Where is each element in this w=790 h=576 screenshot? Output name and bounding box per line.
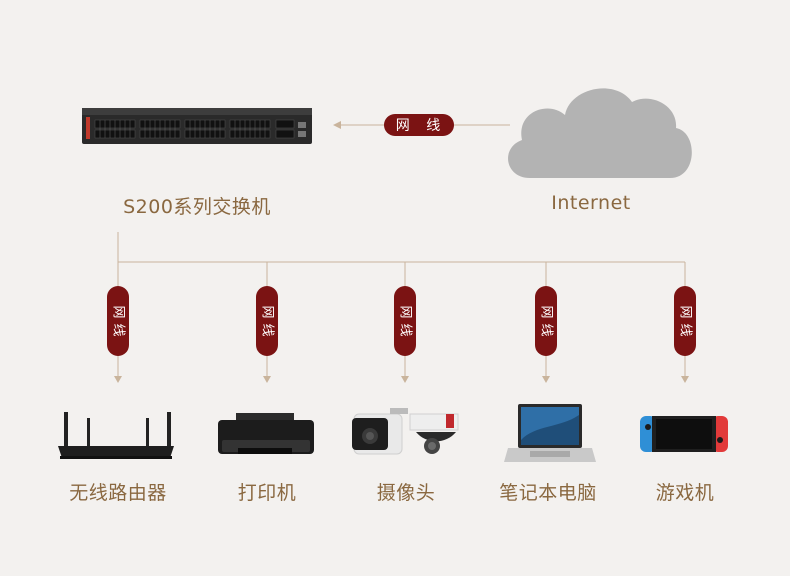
device-label-console: 游戏机 <box>655 482 715 504</box>
tree-arrowheads <box>114 376 689 383</box>
cable-pill-char: 网 <box>677 305 693 319</box>
cloud-icon <box>508 88 692 178</box>
uplink-cable-label: 网 线 <box>395 118 447 134</box>
device-label-router: 无线路由器 <box>69 482 167 504</box>
cable-pill-camera: 网 线 <box>394 286 416 356</box>
router-icon <box>58 412 174 459</box>
device-label-printer: 打印机 <box>237 482 297 504</box>
cable-pill-char: 网 <box>110 305 126 319</box>
internet-label: Internet <box>551 192 631 214</box>
cable-pill-char: 线 <box>110 323 126 337</box>
printer-icon <box>218 413 314 454</box>
cable-pill-console: 网 线 <box>674 286 696 356</box>
device-label-camera: 摄像头 <box>376 482 436 504</box>
cable-pill-char: 线 <box>538 323 554 337</box>
cable-pill-char: 网 <box>538 305 554 319</box>
camera-icon <box>352 408 459 455</box>
game-console-icon <box>640 416 728 452</box>
cable-pill-printer: 网 线 <box>256 286 278 356</box>
switch-icon <box>82 108 312 144</box>
cable-pill-char: 网 <box>259 305 275 319</box>
cable-pill-char: 线 <box>677 323 693 337</box>
cable-pill-router: 网 线 <box>107 286 129 356</box>
cable-pill-char: 线 <box>397 323 413 337</box>
laptop-icon <box>504 404 596 462</box>
cable-pill-laptop: 网 线 <box>535 286 557 356</box>
switch-label: S200系列交换机 <box>123 196 271 218</box>
uplink-arrowhead <box>333 121 341 129</box>
cable-pill-char: 网 <box>397 305 413 319</box>
uplink-cable-pill: 网 线 <box>384 114 454 136</box>
cable-pill-char: 线 <box>259 323 275 337</box>
device-label-laptop: 笔记本电脑 <box>499 482 597 504</box>
